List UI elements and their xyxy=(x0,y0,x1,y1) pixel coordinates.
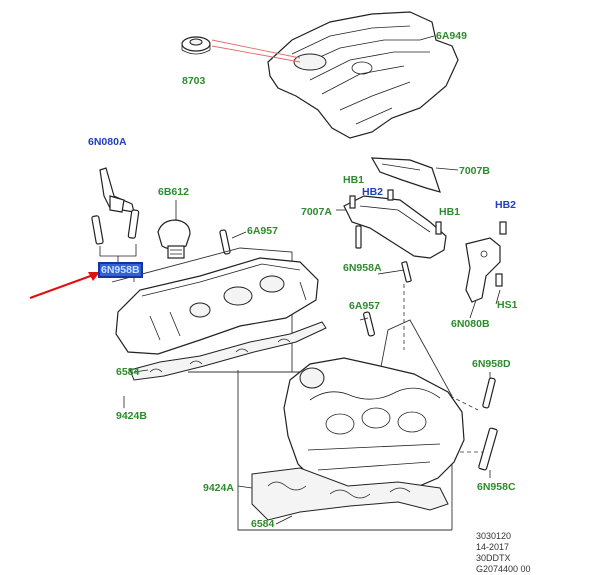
bolt-6A957-mid xyxy=(363,311,375,337)
stud-hs1 xyxy=(495,273,503,287)
bolt-6N958A-b xyxy=(401,261,412,283)
label-6584-top: 6584 xyxy=(116,366,140,378)
bracket-7007A xyxy=(343,195,447,259)
label-6N958D: 6N958D xyxy=(472,358,511,370)
label-6N080A: 6N080A xyxy=(88,136,127,148)
footer-ref: 3030120 14-2017 30DDTX G2074400 00 xyxy=(476,531,531,574)
label-6A957-mid: 6A957 xyxy=(349,300,380,312)
grommet xyxy=(181,36,211,55)
label-6N958A: 6N958A xyxy=(343,262,382,274)
label-HB1-a: HB1 xyxy=(343,174,365,186)
bolt-6N958C xyxy=(478,427,498,471)
label-6A949: 6A949 xyxy=(436,30,467,42)
bolt-6N958A-a xyxy=(355,225,362,249)
stud-hb2-a xyxy=(387,189,394,201)
intake-manifold xyxy=(283,357,465,497)
engine-cover xyxy=(267,11,459,139)
bolt-6N958D xyxy=(482,377,496,409)
assembly-box-upper xyxy=(111,247,293,373)
label-7007A: 7007A xyxy=(301,206,332,218)
bracket-6N080A xyxy=(99,167,135,213)
red-pointer-arrow xyxy=(29,272,100,299)
gasket-lower xyxy=(251,467,449,521)
label-6N958C: 6N958C xyxy=(477,481,516,493)
valve-cover xyxy=(115,257,319,355)
label-6N958B[interactable]: 6N958B xyxy=(98,262,143,278)
bolts-6N958B xyxy=(91,209,140,266)
stud-hb1-b xyxy=(435,221,442,235)
bracket-6N080B xyxy=(465,237,501,303)
label-6N080B: 6N080B xyxy=(451,318,490,330)
label-6584-bottom: 6584 xyxy=(251,518,275,530)
label-7007B: 7007B xyxy=(459,165,490,177)
label-9424A: 9424A xyxy=(203,482,234,494)
grommet-leader xyxy=(211,39,301,63)
gasket-upper xyxy=(129,321,327,381)
leader-lines xyxy=(123,35,501,525)
oil-filler-cap xyxy=(157,200,191,259)
heat-shield-7007B xyxy=(370,157,441,193)
stud-hb2-b xyxy=(499,221,507,235)
label-8703: 8703 xyxy=(182,75,206,87)
label-HB1-b: HB1 xyxy=(439,206,461,218)
bolt-6A957-top xyxy=(219,229,231,255)
label-6A957-top: 6A957 xyxy=(247,225,278,237)
label-9424B: 9424B xyxy=(116,410,147,422)
footer-line-3: 30DDTX xyxy=(476,553,511,563)
label-HS1: HS1 xyxy=(497,299,518,311)
footer-line-4: G2074400 00 xyxy=(476,564,531,574)
footer-line-1: 3030120 xyxy=(476,531,512,541)
footer-line-2: 14-2017 xyxy=(476,542,510,552)
label-6B612: 6B612 xyxy=(158,186,189,198)
stud-hb1-a xyxy=(349,195,356,209)
label-HB2-a: HB2 xyxy=(362,186,384,198)
label-HB2-b: HB2 xyxy=(495,199,517,211)
